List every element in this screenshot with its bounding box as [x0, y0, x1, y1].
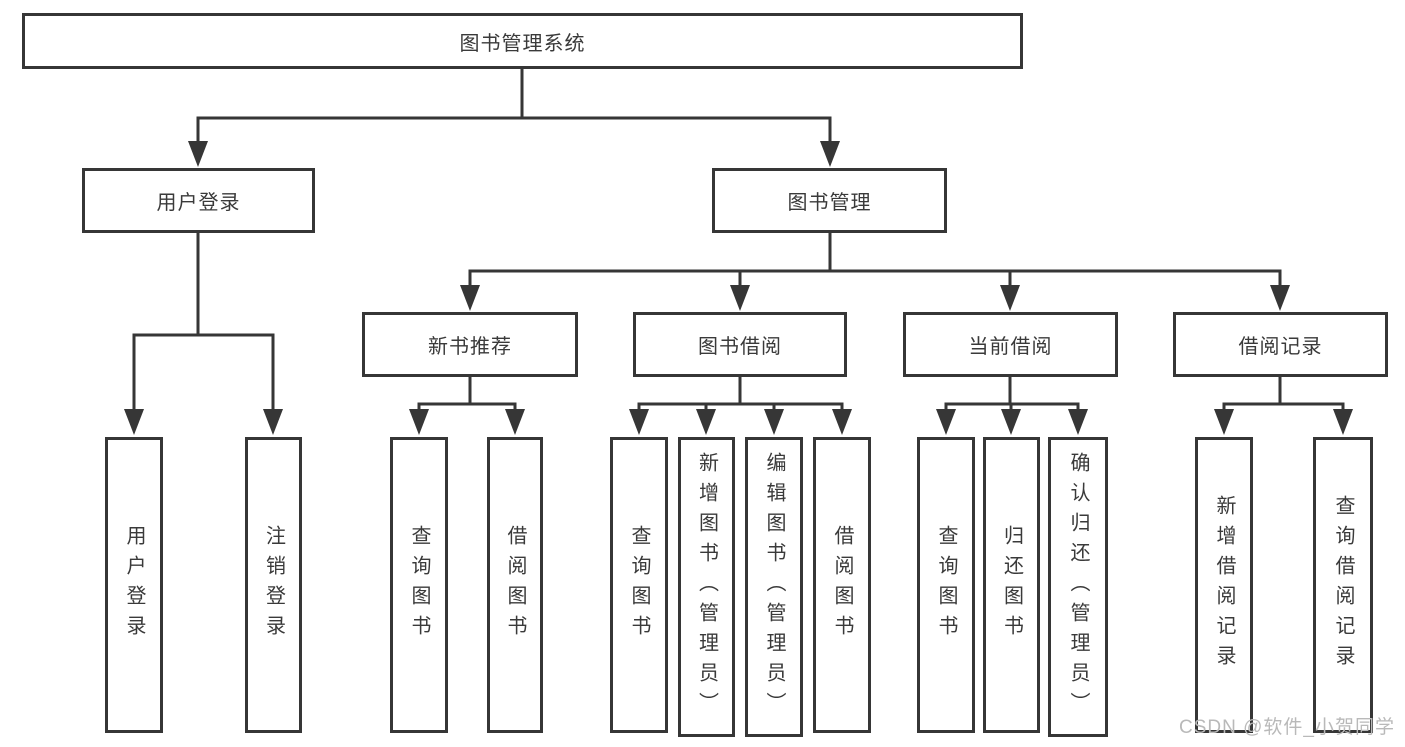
- node-new-book-recommend: 新书推荐: [362, 312, 578, 377]
- node-label: 借阅记录: [1238, 336, 1323, 358]
- leaf-label: 归还图书: [1000, 525, 1023, 645]
- node-label: 图书借阅: [698, 336, 782, 358]
- leaf-label: 确认归还（管理员）: [1067, 452, 1089, 722]
- leaf-label: 查询图书: [408, 525, 430, 645]
- leaf-query-borrow-record: 查询借阅记录: [1313, 437, 1373, 733]
- node-user-login: 用户登录: [82, 168, 315, 233]
- leaf-user-login: 用户登录: [105, 437, 163, 733]
- leaf-label: 查询借阅记录: [1332, 495, 1354, 675]
- leaf-add-borrow-record: 新增借阅记录: [1195, 437, 1253, 733]
- node-library-management-system: 图书管理系统: [22, 13, 1023, 69]
- leaf-query-books-recommend: 查询图书: [390, 437, 448, 733]
- leaf-query-books-current: 查询图书: [917, 437, 975, 733]
- leaf-label: 查询图书: [935, 525, 957, 645]
- leaf-borrow-books-recommend: 借阅图书: [487, 437, 543, 733]
- leaf-label: 编辑图书（管理员）: [763, 452, 785, 722]
- node-label: 新书推荐: [428, 336, 512, 358]
- node-label: 当前借阅: [968, 336, 1053, 358]
- leaf-add-books-admin: 新增图书（管理员）: [678, 437, 735, 737]
- node-book-management: 图书管理: [712, 168, 947, 233]
- node-label: 用户登录: [156, 192, 241, 214]
- node-label: 图书管理: [787, 192, 872, 214]
- leaf-label: 新增借阅记录: [1213, 495, 1235, 675]
- leaf-label: 借阅图书: [504, 525, 526, 645]
- leaf-label: 新增图书（管理员）: [695, 452, 718, 722]
- node-book-borrow: 图书借阅: [633, 312, 847, 377]
- leaf-logout-login: 注销登录: [245, 437, 302, 733]
- leaf-label: 注销登录: [262, 525, 285, 645]
- watermark-csdn: CSDN @软件_小贺同学: [1179, 717, 1395, 738]
- leaf-label: 用户登录: [123, 525, 145, 645]
- node-current-borrow: 当前借阅: [903, 312, 1118, 377]
- node-label: 图书管理系统: [459, 32, 586, 55]
- leaf-return-books: 归还图书: [983, 437, 1040, 733]
- leaf-borrow-books: 借阅图书: [813, 437, 871, 733]
- leaf-confirm-return-admin: 确认归还（管理员）: [1048, 437, 1108, 737]
- leaf-label: 借阅图书: [831, 525, 853, 645]
- node-borrow-records: 借阅记录: [1173, 312, 1388, 377]
- leaf-edit-books-admin: 编辑图书（管理员）: [745, 437, 803, 737]
- leaf-query-books-borrow: 查询图书: [610, 437, 668, 733]
- leaf-label: 查询图书: [628, 525, 650, 645]
